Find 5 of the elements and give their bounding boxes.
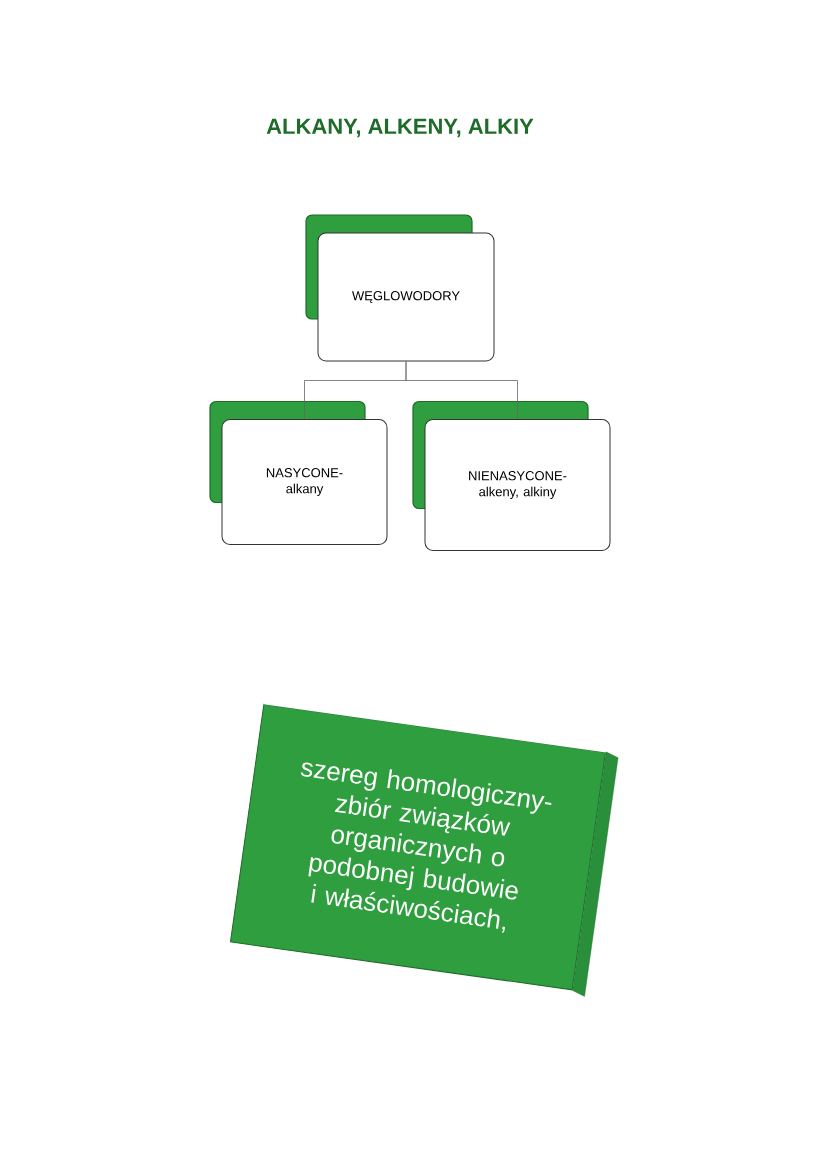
connector-line [405, 361, 518, 420]
title: ALKANY, ALKENY, ALKIY [266, 118, 534, 138]
card-box: WĘGLOWODORY [305, 214, 495, 362]
card-box: NIENASYCONE- alkeny, alkiny [412, 400, 611, 551]
card-box: NASYCONE- alkany [209, 400, 388, 545]
